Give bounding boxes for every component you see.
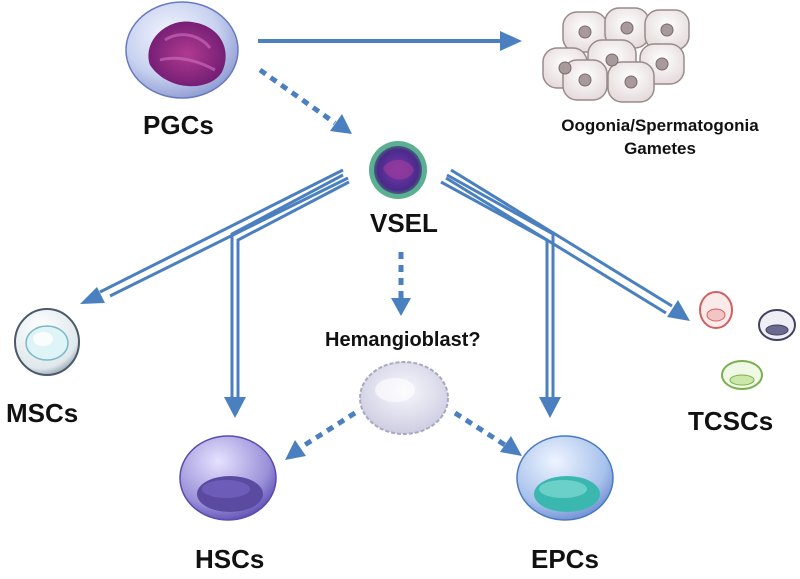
tcsc-dark-cell-icon <box>758 309 796 341</box>
arrow-vsel-to-mscs <box>80 168 349 304</box>
hscs-label: HSCs <box>195 544 265 574</box>
hemangioblast-label: Hemangioblast? <box>325 329 481 351</box>
gametes-label-line2: Gametes <box>624 139 696 158</box>
arrows <box>80 31 690 460</box>
epc-cell-icon <box>516 435 614 521</box>
vsel-cell-icon <box>369 141 427 199</box>
hemangioblast-cell-icon <box>359 361 449 435</box>
gametes-label: Oogonia/Spermatogonia Gametes <box>525 117 795 157</box>
arrow-vsel-to-hscs <box>224 173 350 418</box>
tcsc-green-cell-icon <box>721 360 763 390</box>
arrow-pgc-to-vsel <box>258 67 352 134</box>
gametes-cluster-icon <box>542 7 690 103</box>
gametes-label-line1: Oogonia/Spermatogonia <box>561 116 759 135</box>
pgc-cell-icon <box>125 1 239 99</box>
mscs-label: MSCs <box>6 398 79 428</box>
arrow-hemangioblast-to-epcs <box>453 410 522 456</box>
arrow-pgc-to-gametes <box>258 31 522 51</box>
tcsc-cells-icon <box>699 291 796 390</box>
tcscs-label: TCSCs <box>688 406 774 436</box>
epcs-label: EPCs <box>531 544 599 574</box>
tcsc-red-cell-icon <box>699 291 733 329</box>
arrow-vsel-to-tcscs <box>445 168 690 321</box>
arrow-vsel-to-hemangioblast <box>391 252 411 316</box>
hsc-cell-icon <box>179 435 277 521</box>
pgcs-label: PGCs <box>143 110 214 140</box>
arrow-hemangioblast-to-hscs <box>285 410 357 460</box>
msc-cell-icon <box>14 308 80 376</box>
vsel-label: VSEL <box>370 208 438 238</box>
